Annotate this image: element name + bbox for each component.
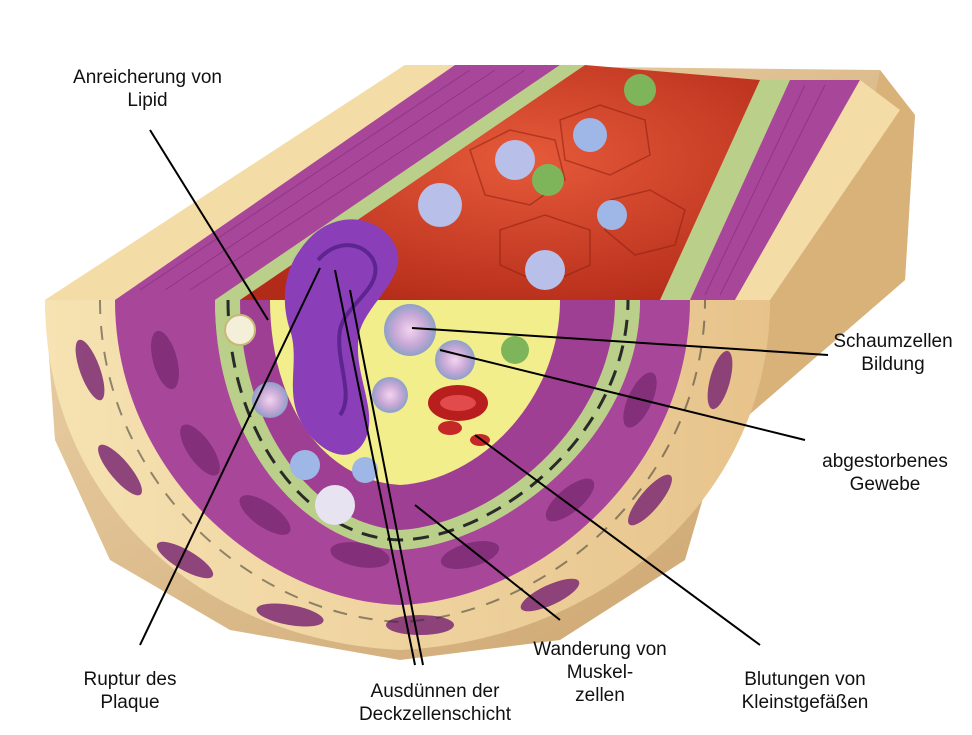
- label-lipid-line2: Lipid: [40, 89, 255, 112]
- label-bleeding-line1: Blutungen von: [720, 668, 890, 691]
- label-necrotic-line1: abgestorbenes: [810, 450, 960, 473]
- label-thinning-line1: Ausdünnen der: [340, 680, 530, 703]
- label-lipid-line1: Anreicherung von: [40, 66, 255, 89]
- label-necrotic-line2: Gewebe: [810, 473, 960, 496]
- label-microvessel-bleeding: Blutungen von Kleinstgefäßen: [720, 668, 890, 714]
- label-thinning-line2: Deckzellenschicht: [340, 703, 530, 726]
- label-migration-line3: zellen: [520, 684, 680, 707]
- label-bleeding-line2: Kleinstgefäßen: [720, 691, 890, 714]
- label-foam-line1: Schaumzellen: [818, 330, 968, 353]
- label-migration-line2: Muskel-: [520, 661, 680, 684]
- label-lipid: Anreicherung von Lipid: [40, 66, 255, 112]
- label-rupture-line2: Plaque: [60, 691, 200, 714]
- label-migration-line1: Wanderung von: [520, 638, 680, 661]
- label-foam-line2: Bildung: [818, 353, 968, 376]
- label-rupture-line1: Ruptur des: [60, 668, 200, 691]
- label-cap-thinning: Ausdünnen der Deckzellenschicht: [340, 680, 530, 726]
- label-muscle-migration: Wanderung von Muskel- zellen: [520, 638, 680, 707]
- label-necrotic-tissue: abgestorbenes Gewebe: [810, 450, 960, 496]
- label-foam-cells: Schaumzellen Bildung: [818, 330, 968, 376]
- label-plaque-rupture: Ruptur des Plaque: [60, 668, 200, 714]
